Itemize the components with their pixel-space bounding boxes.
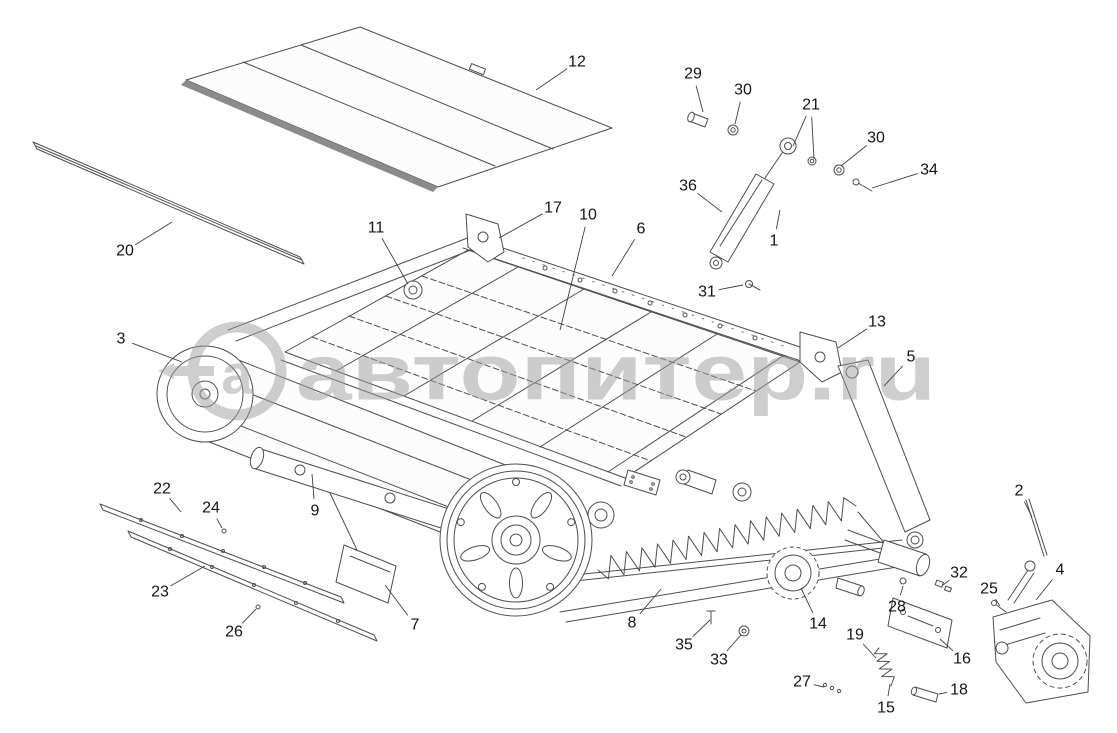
callout-leader-20-8 (134, 221, 173, 246)
callout-25-25: 25 (980, 581, 998, 598)
callout-4-24: 4 (1056, 562, 1065, 579)
small-parts (706, 610, 939, 703)
callout-leader-12-0 (535, 68, 568, 91)
callout-31-13: 31 (698, 284, 716, 301)
callout-35-32: 35 (675, 637, 693, 654)
callout-leader-4-24 (1035, 579, 1053, 601)
callout-32-26: 32 (950, 565, 968, 582)
callout-18-34: 18 (950, 682, 968, 699)
callout-leader-27-35 (813, 684, 825, 688)
watermark: a автопитер.ru (158, 321, 936, 421)
callout-leader-33-33 (726, 634, 742, 652)
callout-leader-14-30 (800, 587, 814, 614)
thin-sheet-panel (32, 141, 305, 265)
knife-strips (99, 503, 378, 642)
watermark-logo-circle (187, 321, 287, 421)
callout-12-0: 12 (568, 54, 586, 71)
callout-17-10: 17 (544, 200, 562, 217)
callout-leader-1-7 (775, 209, 781, 230)
callout-leader-24-18 (216, 518, 223, 529)
callout-14-30: 14 (809, 616, 827, 633)
top-cover-panel (181, 26, 613, 192)
sprocket-coupling (766, 546, 865, 600)
callout-34-5: 34 (920, 162, 938, 179)
callout-5-15: 5 (907, 349, 916, 366)
callout-36-6: 36 (679, 178, 697, 195)
callout-leader-6-12 (611, 238, 636, 277)
callout-19-31: 19 (846, 627, 864, 644)
main-frame (227, 213, 904, 623)
callout-30-4: 30 (867, 130, 885, 147)
callout-leader-28-27 (899, 585, 904, 596)
callout-23-20: 23 (151, 584, 169, 601)
watermark-text: автопитер.ru (296, 328, 936, 417)
callout-leader-18-34 (938, 691, 948, 695)
callout-33-33: 33 (710, 652, 728, 669)
callout-16-28: 16 (953, 651, 971, 668)
callout-3-16: 3 (117, 331, 126, 348)
deflector-plate (335, 544, 397, 604)
callout-leader-8-29 (639, 588, 662, 615)
callout-9-19: 9 (311, 503, 320, 520)
callout-leader-30-2 (734, 101, 741, 125)
callout-leader-34-5 (871, 173, 918, 189)
callout-28-27: 28 (888, 599, 906, 616)
callout-leader-17-10 (498, 213, 543, 239)
drive-wheel (439, 463, 593, 617)
callout-13-14: 13 (868, 314, 886, 331)
callout-26-21: 26 (225, 624, 243, 641)
callout-leader-3-16 (132, 342, 183, 363)
callout-leader-15-36 (887, 683, 891, 697)
callout-leader-13-14 (837, 328, 868, 349)
callout-leader-36-6 (697, 192, 723, 213)
hydraulic-cylinder (709, 137, 797, 270)
cylinder-fasteners (687, 111, 873, 291)
callout-24-18: 24 (202, 500, 220, 517)
callout-2-23: 2 (1015, 483, 1024, 500)
tension-plate (887, 597, 953, 649)
callout-8-29: 8 (628, 615, 637, 632)
callout-leader-22-17 (169, 498, 182, 513)
callout-leader-25-25 (995, 598, 1001, 607)
callout-11-9: 11 (368, 220, 385, 237)
callout-30-2: 30 (734, 82, 752, 99)
callout-6-12: 6 (637, 221, 646, 238)
callout-leader-30-4 (840, 145, 867, 167)
callout-leader-16-28 (939, 638, 954, 652)
callout-leader-31-13 (718, 284, 744, 291)
callout-leader-21-3 (792, 115, 807, 147)
callout-leader-19-31 (862, 643, 877, 659)
callout-22-17: 22 (153, 481, 171, 498)
callout-10-11: 10 (579, 207, 597, 224)
callout-29-1: 29 (684, 66, 702, 83)
callout-leader-29-1 (695, 85, 704, 113)
callout-1-7: 1 (770, 233, 779, 250)
watermark-logo-letter: a (221, 343, 253, 406)
callout-leader-10-11 (559, 226, 586, 331)
callout-27-35: 27 (793, 674, 811, 691)
callout-leader-5-15 (883, 365, 904, 387)
gear-motor (991, 498, 1091, 704)
callout-leader-35-32 (692, 619, 711, 638)
callout-leader-7-22 (384, 584, 409, 616)
callout-15-36: 15 (877, 700, 895, 717)
callout-leader-9-19 (311, 473, 315, 500)
callout-7-22: 7 (411, 617, 420, 634)
callout-leader-11-9 (381, 238, 409, 285)
callout-21-3: 21 (802, 97, 820, 114)
callout-20-8: 20 (116, 243, 134, 260)
callout-leader-23-20 (170, 565, 206, 587)
lift-arm (675, 359, 953, 593)
callout-leader-2-23 (1023, 501, 1033, 518)
callout-leader-32-26 (942, 579, 950, 586)
shaft-spring (555, 497, 903, 584)
callout-leader-26-21 (241, 608, 257, 624)
callout-leader-21-3 (811, 116, 815, 160)
